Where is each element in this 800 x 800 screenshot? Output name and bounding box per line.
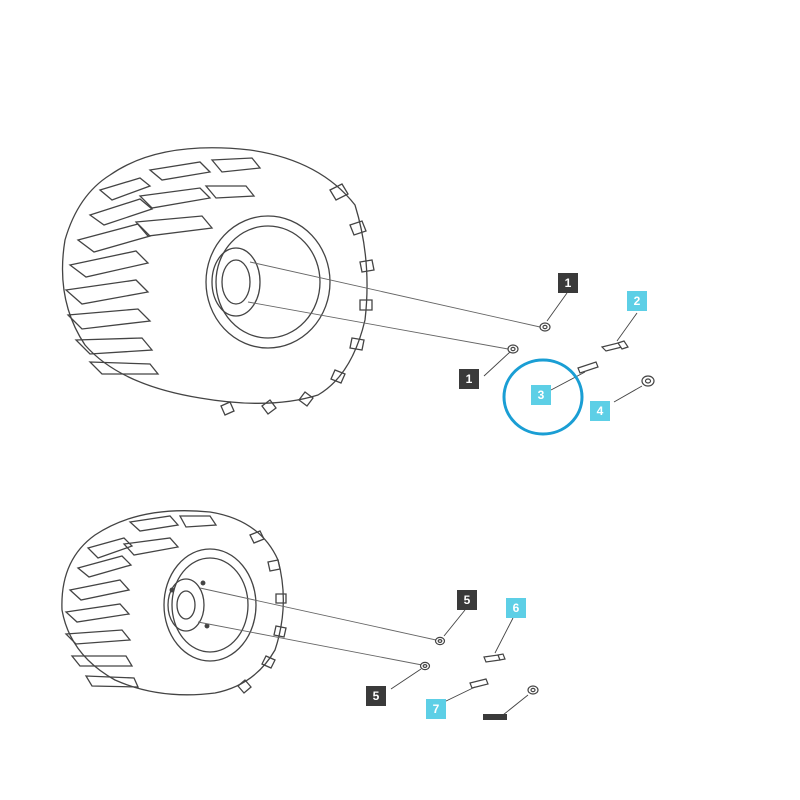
rear-hardware xyxy=(507,322,655,387)
callout-6: 6 xyxy=(506,598,526,618)
highlight-ring xyxy=(502,358,584,436)
callout-2: 2 xyxy=(627,291,647,311)
rear-callout-leaders xyxy=(483,292,643,403)
front-pin xyxy=(469,678,489,689)
front-assembly-lines xyxy=(197,587,437,666)
rear-assembly-lines xyxy=(247,261,541,350)
callout-5-lower: 5 xyxy=(366,686,386,706)
callout-4: 4 xyxy=(590,401,610,421)
rear-wheel-tire xyxy=(61,147,375,416)
callout-7: 7 xyxy=(426,699,446,719)
callout-partial xyxy=(483,714,507,720)
front-bolt xyxy=(483,654,501,663)
callout-1-upper: 1 xyxy=(558,273,578,293)
front-callout-leaders xyxy=(390,609,529,716)
front-wheel-tire xyxy=(61,510,287,696)
rear-pin xyxy=(577,361,599,374)
callout-5-upper: 5 xyxy=(457,590,477,610)
callout-3: 3 xyxy=(531,385,551,405)
front-hardware xyxy=(419,636,539,695)
front-wheel-rim xyxy=(163,548,257,662)
callout-1-lower: 1 xyxy=(459,369,479,389)
rear-wheel-rim xyxy=(205,215,331,349)
